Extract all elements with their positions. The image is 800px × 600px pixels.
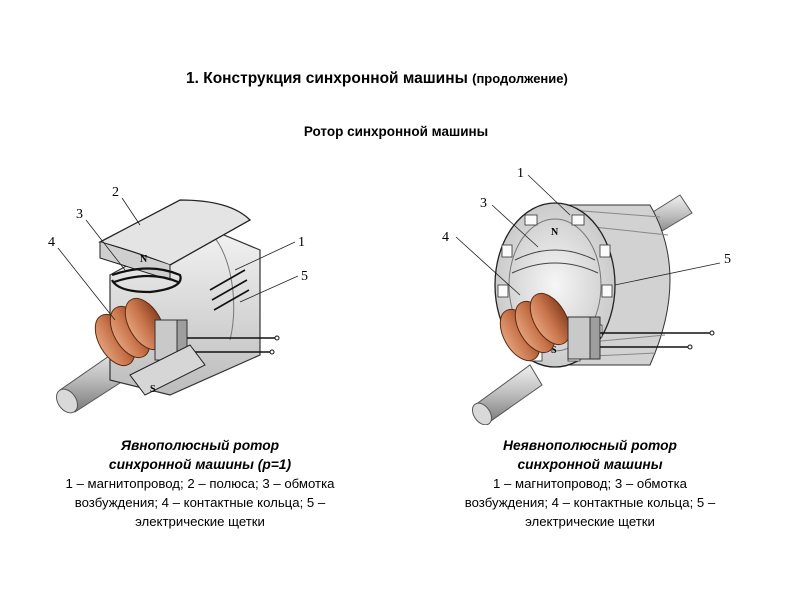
label-2: 2 <box>112 185 119 200</box>
label-4-right: 4 <box>442 230 449 245</box>
caption-left-title-1: Явнополюсный ротор <box>120 438 280 453</box>
cylindrical-rotor-figure: N S 1 3 4 <box>420 165 750 426</box>
pole-s-label: S <box>150 384 156 395</box>
slip-rings <box>94 297 166 367</box>
salient-pole-rotor-figure: N S <box>30 180 360 425</box>
page-title: 1. Конструкция синхронной машины (продол… <box>186 70 568 88</box>
salient-pole-rotor-drawing: N S <box>48 185 308 414</box>
label-5: 5 <box>301 269 308 284</box>
brushes <box>154 319 280 361</box>
caption-left-title-2: синхронной машины (р=1) <box>108 457 292 472</box>
caption-right-legend-3: электрические щетки <box>525 514 655 529</box>
label-1-right: 1 <box>517 166 524 181</box>
field-winding <box>111 267 250 311</box>
section-subtitle: Ротор синхронной машины <box>0 124 800 139</box>
label-1: 1 <box>298 235 305 250</box>
caption-right-title-2: синхронной машины <box>517 457 663 472</box>
brushes-right <box>567 316 715 360</box>
pole-n-label: N <box>140 254 148 265</box>
title-paren: (продолжение) <box>472 71 568 86</box>
leader-lines <box>57 197 299 321</box>
cylindrical-rotor-drawing: N S 1 3 4 <box>442 166 731 426</box>
pole-n-label-right: N <box>551 227 559 238</box>
label-3: 3 <box>76 207 83 222</box>
pole-s-label-right: S <box>551 345 557 356</box>
caption-left: Явнополюсный ротор синхронной машины (р=… <box>20 436 380 531</box>
caption-right-legend-2: возбуждения; 4 – контактные кольца; 5 – <box>464 495 716 510</box>
caption-left-legend-1: 1 – магнитопровод; 2 – полюса; 3 – обмот… <box>65 476 335 491</box>
label-4: 4 <box>48 235 55 250</box>
caption-left-legend-3: электрические щетки <box>135 514 265 529</box>
title-main: 1. Конструкция синхронной машины <box>186 70 468 87</box>
caption-right: Неявнополюсный ротор синхронной машины 1… <box>410 436 770 531</box>
label-5-right: 5 <box>724 252 731 267</box>
caption-left-legend-2: возбуждения; 4 – контактные кольца; 5 – <box>74 495 326 510</box>
caption-right-title-1: Неявнополюсный ротор <box>503 438 677 453</box>
label-3-right: 3 <box>480 196 487 211</box>
leader-lines-right <box>455 174 721 296</box>
slip-rings-right <box>499 292 571 362</box>
caption-right-legend-1: 1 – магнитопровод; 3 – обмотка <box>493 476 687 491</box>
shaft-front <box>471 364 543 426</box>
south-pole: S <box>129 344 206 396</box>
subtitle-text: Ротор синхронной машины <box>303 124 489 139</box>
